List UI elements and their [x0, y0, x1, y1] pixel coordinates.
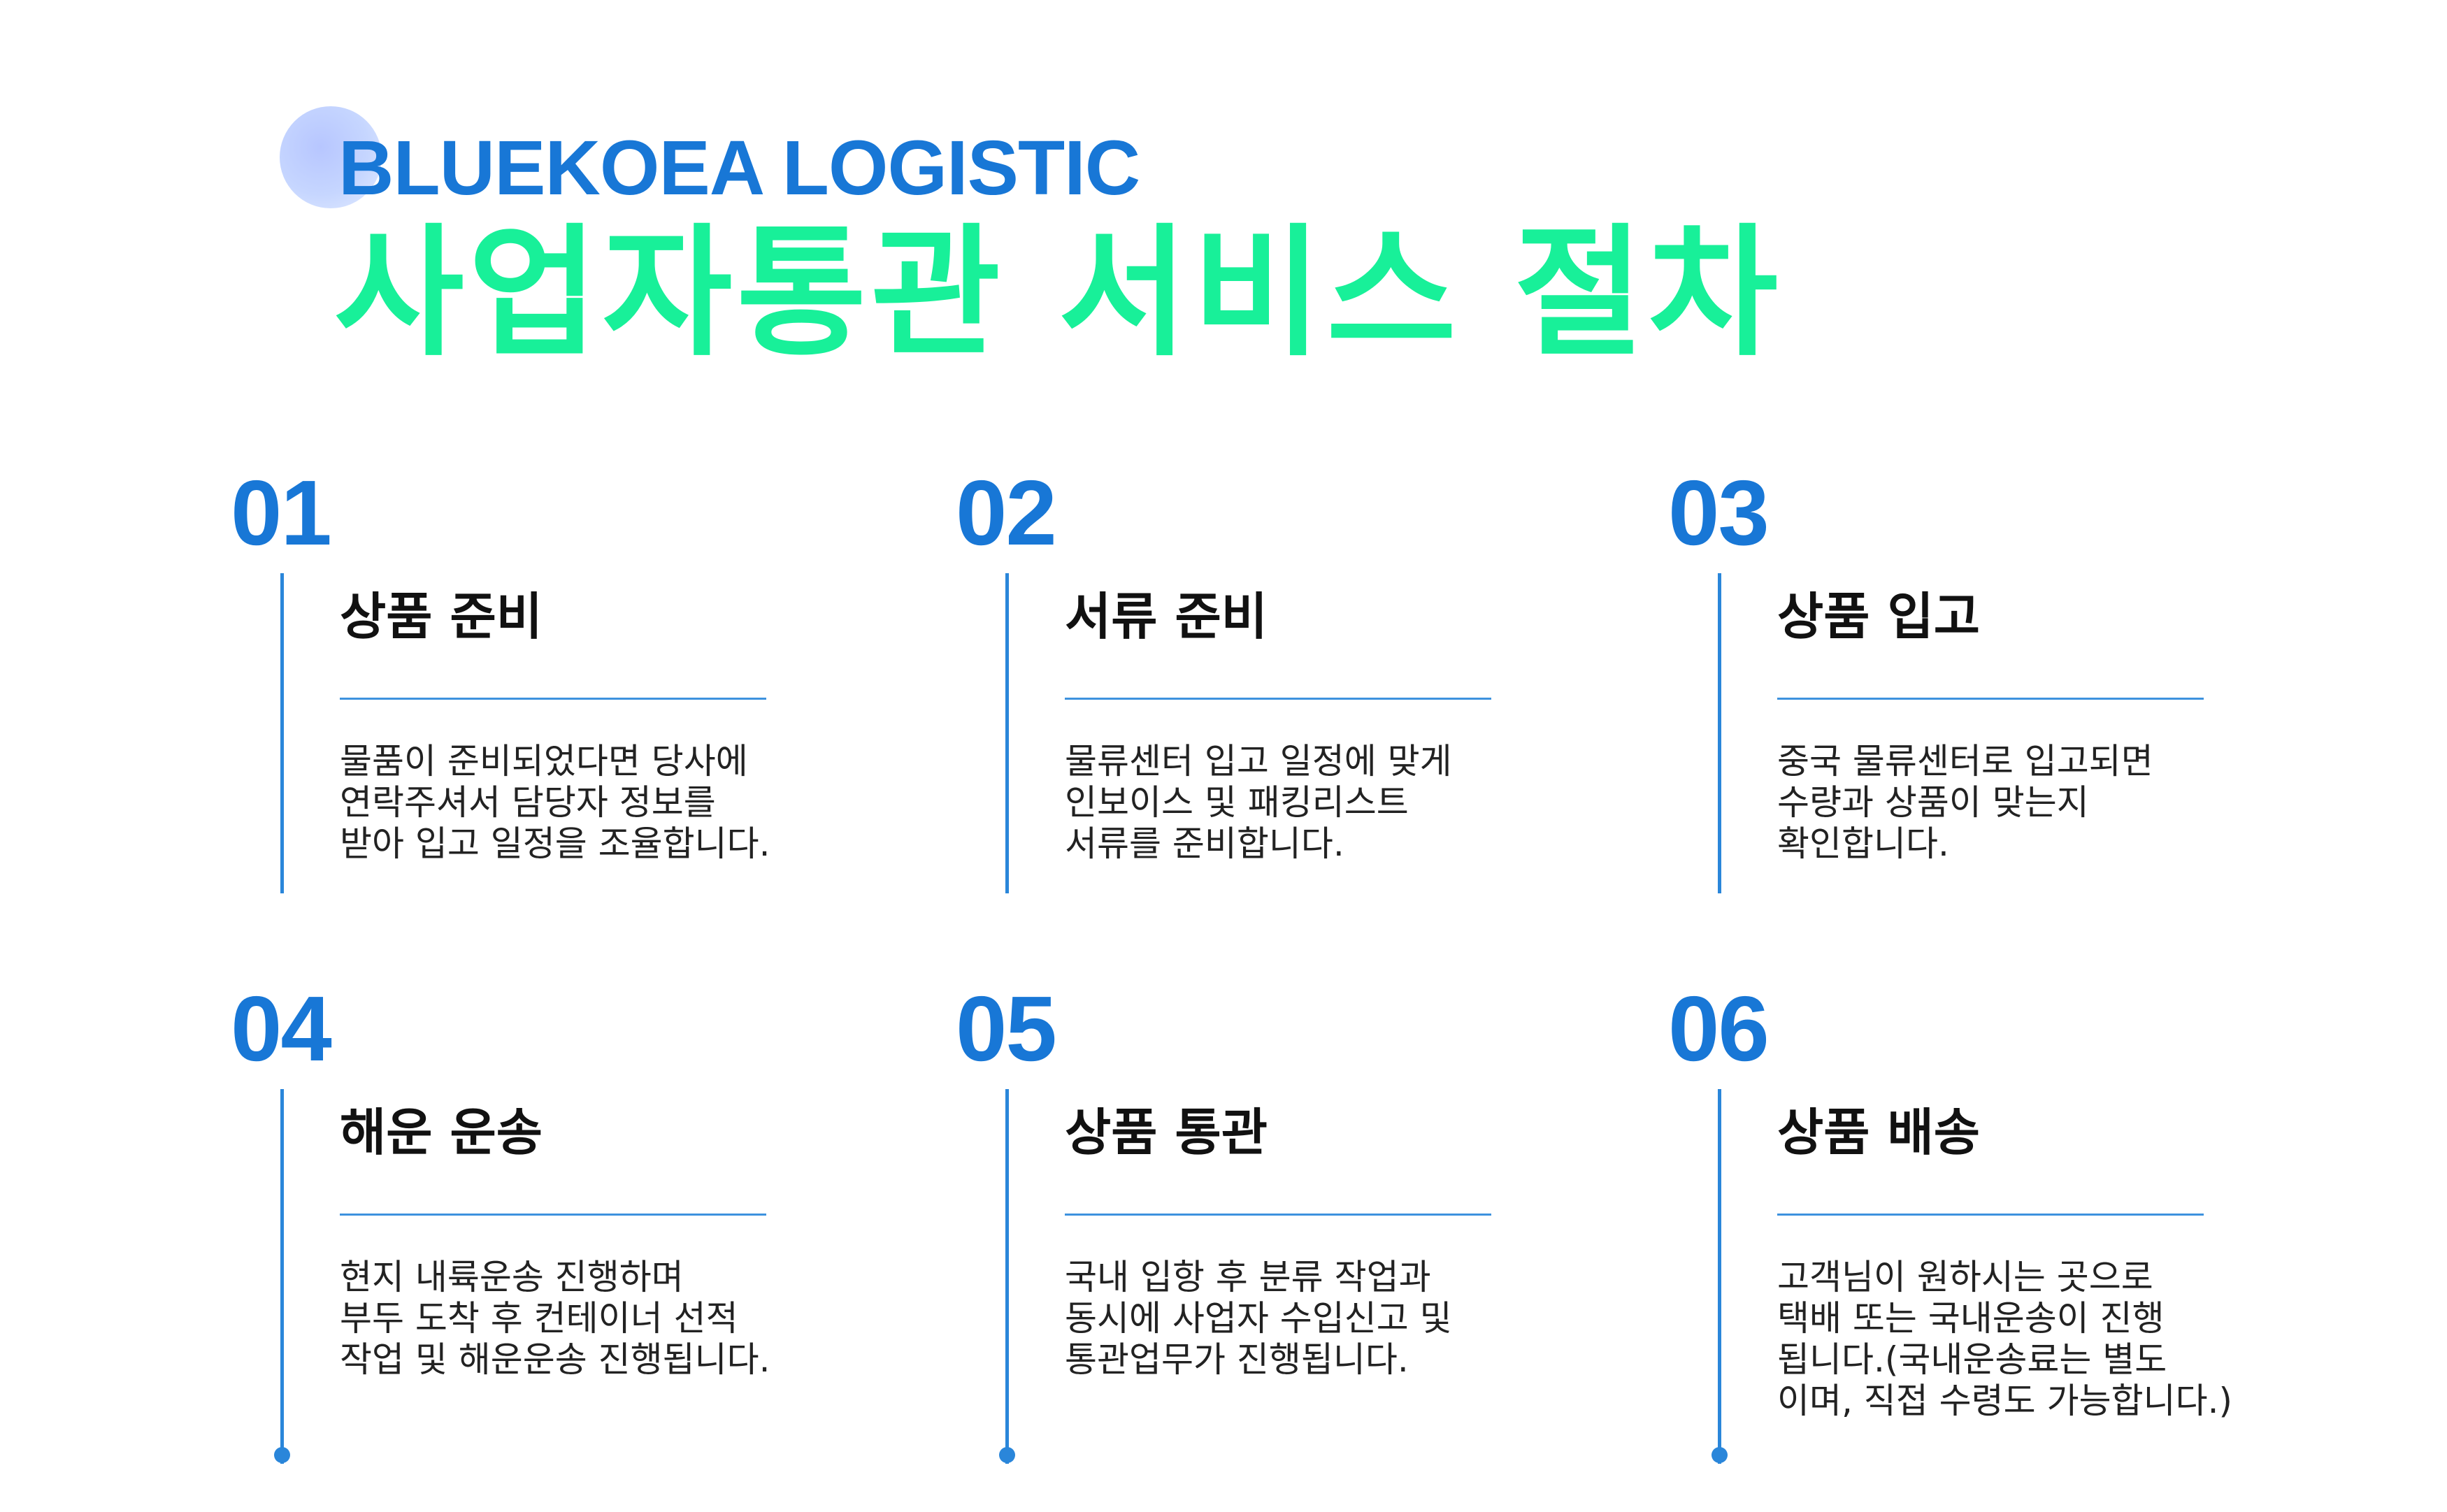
step-description: 물품이 준비되었다면 당사에 연락주셔서 담당자 정보를 받아 입고 일정을 조… [340, 741, 770, 864]
timeline-end-dot [1712, 1447, 1728, 1463]
step-divider [1065, 1214, 1491, 1216]
timeline-line [1718, 1089, 1721, 1464]
step-number: 04 [231, 977, 332, 1080]
timeline-end-dot [999, 1447, 1015, 1463]
step-card-01: 01 상품 준비 물품이 준비되었다면 당사에 연락주셔서 담당자 정보를 받아… [231, 467, 860, 956]
brand-name: BLUEKOEA LOGISTIC [338, 125, 1140, 211]
timeline-line [280, 573, 284, 893]
step-number: 06 [1668, 977, 1770, 1080]
step-card-06: 06 상품 배송 고객님이 원하시는 곳으로 택배 또는 국내운송이 진행 됩니… [1668, 983, 2297, 1472]
step-title: 상품 준비 [340, 587, 543, 646]
step-divider [1065, 698, 1491, 700]
step-title: 상품 입고 [1777, 587, 1981, 646]
timeline-line [280, 1089, 284, 1464]
step-card-04: 04 해운 운송 현지 내륙운송 진행하며 부두 도착 후 컨테이너 선적 작업… [231, 983, 860, 1472]
step-card-05: 05 상품 통관 국내 입항 후 분류 작업과 동시에 사업자 수입신고 및 통… [956, 983, 1585, 1472]
timeline-line [1718, 573, 1721, 893]
step-number: 03 [1668, 461, 1770, 564]
step-divider [340, 698, 766, 700]
step-card-03: 03 상품 입고 중국 물류센터로 입고되면 수량과 상품이 맞는지 확인합니다… [1668, 467, 2297, 956]
step-divider [340, 1214, 766, 1216]
step-divider [1777, 698, 2204, 700]
step-title: 상품 통관 [1065, 1103, 1268, 1162]
step-description: 중국 물류센터로 입고되면 수량과 상품이 맞는지 확인합니다. [1777, 741, 2153, 864]
page-title: 사업자통관 서비스 절차 [334, 210, 1783, 375]
step-description: 국내 입항 후 분류 작업과 동시에 사업자 수입신고 및 통관업무가 진행됩니… [1065, 1257, 1452, 1380]
decorative-circle [280, 106, 382, 208]
step-number: 01 [231, 461, 332, 564]
step-description: 물류센터 입고 일정에 맞게 인보이스 및 패킹리스트 서류를 준비합니다. [1065, 741, 1452, 864]
step-title: 상품 배송 [1777, 1103, 1981, 1162]
step-number: 02 [956, 461, 1057, 564]
step-description: 고객님이 원하시는 곳으로 택배 또는 국내운송이 진행 됩니다.(국내운송료는… [1777, 1257, 2232, 1421]
step-card-02: 02 서류 준비 물류센터 입고 일정에 맞게 인보이스 및 패킹리스트 서류를… [956, 467, 1585, 956]
step-description: 현지 내륙운송 진행하며 부두 도착 후 컨테이너 선적 작업 및 해운운송 진… [340, 1257, 770, 1380]
timeline-end-dot [274, 1447, 290, 1463]
step-title: 해운 운송 [340, 1103, 543, 1162]
step-divider [1777, 1214, 2204, 1216]
timeline-line [1005, 1089, 1009, 1464]
step-number: 05 [956, 977, 1057, 1080]
timeline-line [1005, 573, 1009, 893]
step-title: 서류 준비 [1065, 587, 1268, 646]
